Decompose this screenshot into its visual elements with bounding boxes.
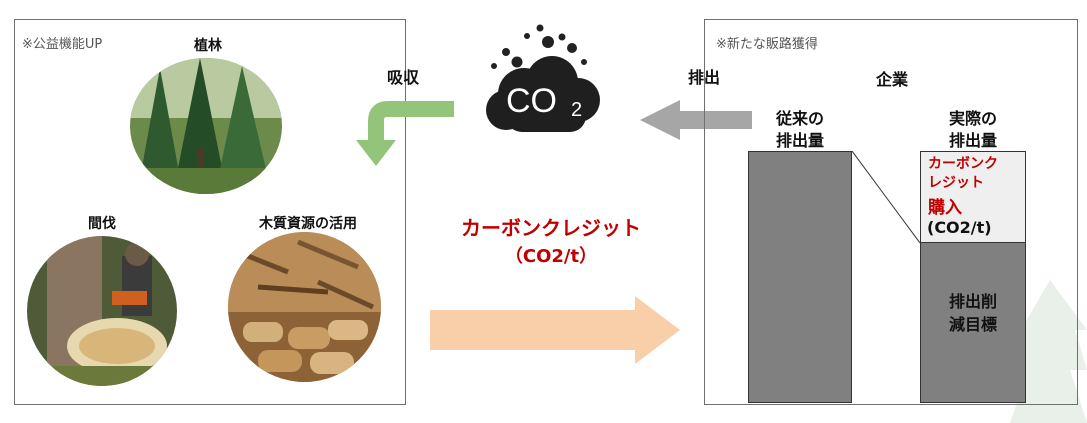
thinning-label: 間伐 — [82, 213, 122, 233]
planting-label: 植林 — [188, 35, 228, 55]
carbon-credit-unit: （CO2/t） — [446, 242, 656, 268]
absorb-label: 吸収 — [387, 64, 419, 88]
thinning-photo — [27, 236, 177, 386]
reduction-target-label-1: 排出削 — [920, 288, 1026, 312]
credit-purchase-text-3: 購入 — [928, 193, 962, 218]
credit-flow-arrow-icon — [430, 296, 680, 364]
reduction-target-label-2: 減目標 — [920, 311, 1026, 335]
co2-subscript-text: 2 — [571, 99, 582, 122]
absorb-arrow-icon — [350, 100, 460, 172]
reduction-connector-line — [852, 151, 920, 243]
new-market-note: ※新たな販路獲得 — [716, 33, 818, 52]
carbon-credit-label: カーボンクレジット — [446, 212, 656, 241]
credit-purchase-text-1: カーボンク — [928, 153, 998, 173]
conventional-emission-label-2: 排出量 — [748, 127, 852, 151]
conventional-emission-bar — [748, 151, 852, 403]
credit-purchase-unit: (CO2/t) — [927, 218, 992, 237]
planting-photo — [130, 58, 282, 194]
company-label: 企業 — [876, 66, 908, 90]
credit-purchase-text-2: レジット — [928, 172, 984, 192]
public-function-note: ※公益機能UP — [22, 33, 102, 52]
actual-emission-label-1: 実際の — [920, 105, 1026, 129]
wood-use-label: 木質資源の活用 — [238, 213, 378, 233]
actual-emission-label-2: 排出量 — [920, 127, 1026, 151]
conventional-emission-label-1: 従来の — [748, 105, 852, 129]
co2-main-text: CO — [506, 82, 557, 121]
wood-resource-photo — [228, 232, 381, 382]
